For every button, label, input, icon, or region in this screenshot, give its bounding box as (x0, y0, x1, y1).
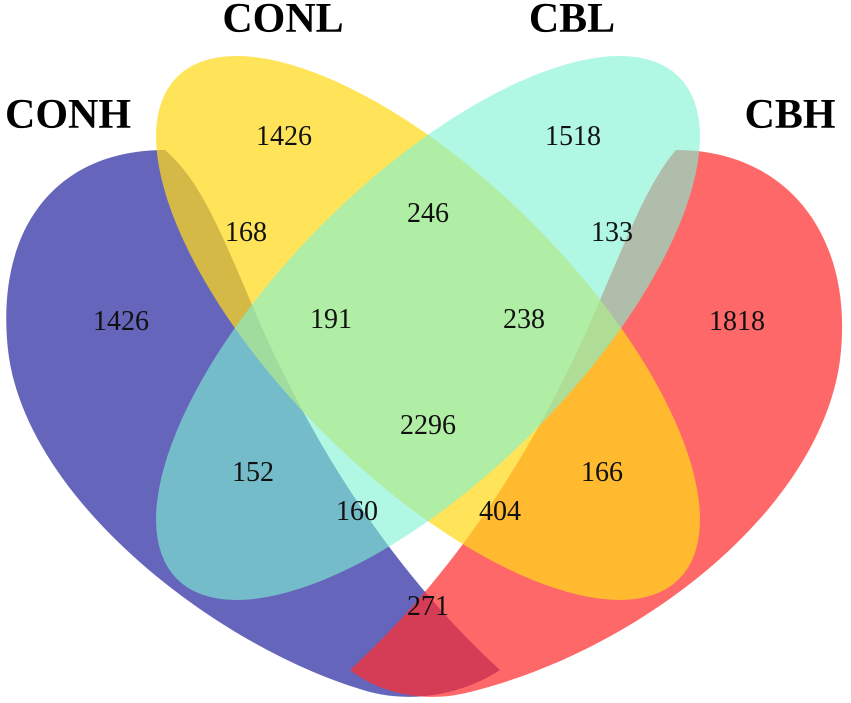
set-label-conh: CONH (5, 92, 131, 138)
count-all-four: 2296 (400, 410, 456, 441)
count-cbl-only: 1518 (545, 121, 601, 152)
count-cbl-cbh: 133 (591, 217, 633, 248)
count-conl-only: 1426 (256, 121, 312, 152)
count-conh-cbl-cbh: 160 (336, 496, 378, 527)
count-conh-only: 1426 (93, 306, 149, 337)
count-conh-cbl: 152 (232, 457, 274, 488)
set-label-cbl: CBL (529, 0, 615, 42)
set-label-conl: CONL (222, 0, 343, 42)
set-label-cbh: CBH (744, 92, 835, 138)
count-conl-cbl-cbh: 238 (503, 304, 545, 335)
count-conh-conl-cbh: 404 (479, 496, 521, 527)
count-conl-cbh: 166 (581, 457, 623, 488)
count-conh-cbh: 271 (407, 591, 449, 622)
count-conh-conl-cbl: 191 (310, 304, 352, 335)
count-cbh-only: 1818 (709, 306, 765, 337)
set-shape-cbl (156, 56, 700, 600)
count-conh-conl: 168 (225, 217, 267, 248)
count-conl-cbl: 246 (407, 198, 449, 229)
